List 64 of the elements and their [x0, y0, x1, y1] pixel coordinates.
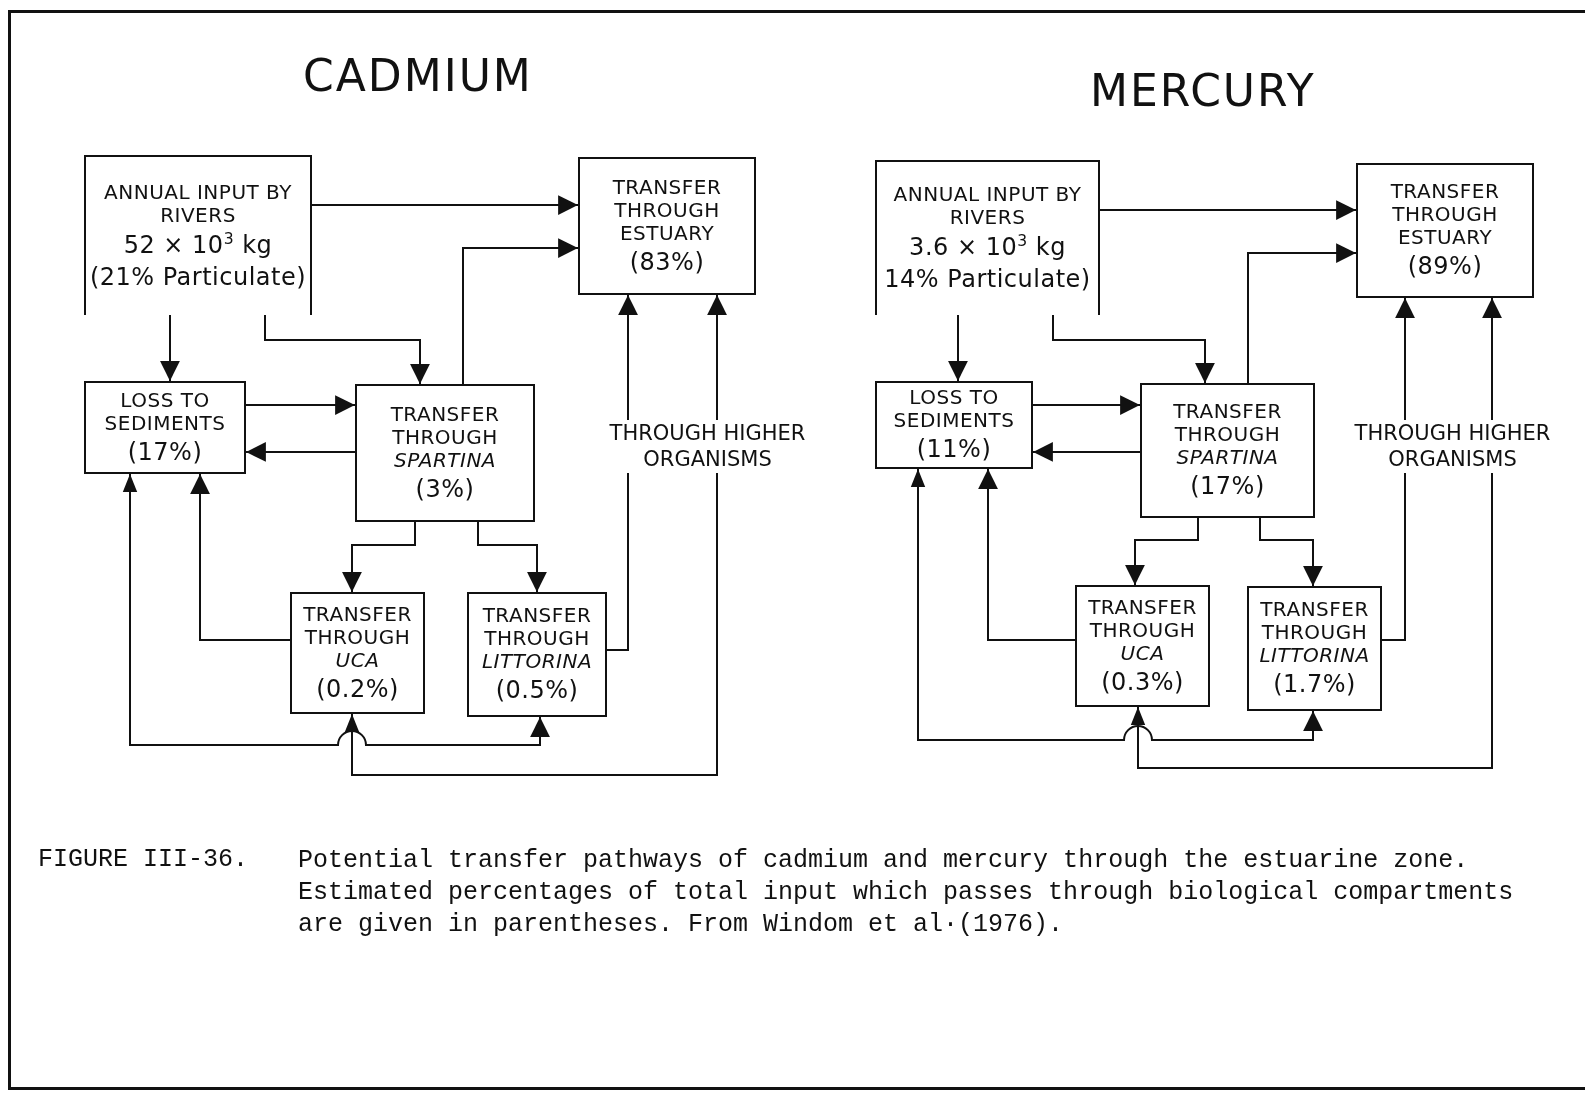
- connector-arrow: [245, 442, 356, 462]
- compartment-box: [355, 384, 535, 522]
- figure-caption: Potential transfer pathways of cadmium and mercury through the estuarine zone. Estimated percentages of total input which passes through biological compartments are given in parentheses. From Windom et al·(1976).: [298, 845, 1515, 941]
- box-text: TRANSFER THROUGH SPARTINA: [1172, 400, 1283, 470]
- connector-arrow: [264, 314, 430, 385]
- compartment-box: [1140, 383, 1315, 518]
- connector-arrow: [1125, 517, 1199, 586]
- compartment-box: [84, 155, 312, 315]
- box-text: (89%): [1407, 253, 1483, 281]
- connector-arrow: [1247, 243, 1357, 384]
- box-text: LOSS TO SEDIMENTS: [103, 388, 227, 435]
- compartment-box: [467, 592, 607, 717]
- box-text: 3.6 × 10$^{3}$ kg: [909, 233, 1066, 262]
- box-text: TRANSFER THROUGH UCA: [1087, 595, 1198, 665]
- box-text: LOSS TO SEDIMENTS: [892, 386, 1016, 433]
- box-text: 52 × 10$^{3}$ kg: [123, 230, 273, 260]
- box-text: (0.5%): [495, 677, 579, 705]
- connector-arrow: [1032, 442, 1141, 462]
- connector-arrow: [1052, 314, 1215, 384]
- connector-arrow: [1130, 297, 1502, 769]
- connector-arrow: [190, 473, 291, 641]
- box-text: TRANSFER THROUGH LITTORINA: [1258, 598, 1371, 668]
- box-text: TRANSFER THROUGH SPARTINA: [389, 402, 501, 472]
- box-text: TRANSFER THROUGH ESTUARY: [611, 175, 723, 245]
- box-text: (0.3%): [1101, 668, 1184, 697]
- connector-arrow: [160, 314, 180, 382]
- compartment-box: [84, 381, 246, 474]
- compartment-box: [1247, 586, 1382, 711]
- figure-number: FIGURE III-36.: [38, 845, 249, 874]
- connector-arrow: [245, 395, 356, 415]
- connector-arrow: [910, 468, 1323, 741]
- box-text: ANNUAL INPUT BY RIVERS: [892, 183, 1083, 230]
- box-text: 14% Particulate): [884, 266, 1091, 294]
- box-text: TRANSFER THROUGH UCA: [302, 602, 413, 672]
- connector-arrow: [342, 521, 416, 593]
- connector-arrow: [1099, 200, 1357, 220]
- connector-arrow: [1259, 517, 1323, 587]
- box-text: (83%): [629, 248, 705, 277]
- compartment-box: [578, 157, 756, 295]
- box-text: (17%): [127, 438, 203, 467]
- box-text: (1.7%): [1273, 671, 1356, 699]
- box-text: ANNUAL INPUT BY RIVERS: [103, 180, 293, 227]
- compartment-box: [1075, 585, 1210, 707]
- box-text: (21% Particulate): [89, 263, 307, 292]
- panel-heading: CADMIUM: [303, 50, 533, 101]
- compartment-box: [875, 160, 1100, 315]
- compartment-box: [875, 381, 1033, 469]
- connector-arrow: [311, 195, 579, 215]
- compartment-box: [1356, 163, 1534, 298]
- connector-arrow: [344, 294, 727, 776]
- box-text: (17%): [1190, 473, 1265, 501]
- box-text: (3%): [415, 475, 475, 504]
- box-text: (0.2%): [316, 675, 399, 704]
- connector-arrow: [477, 521, 547, 593]
- box-text: TRANSFER THROUGH LITTORINA: [480, 604, 594, 674]
- box-text: TRANSFER THROUGH ESTUARY: [1389, 180, 1501, 250]
- panel-heading: MERCURY: [1090, 65, 1316, 116]
- connector-arrow: [462, 238, 579, 385]
- compartment-box: [290, 592, 425, 714]
- connector-arrow: [978, 468, 1076, 641]
- connector-arrow: [1032, 395, 1141, 415]
- connector-arrow: [948, 314, 968, 382]
- connector-arrow: [122, 473, 550, 746]
- box-text: (11%): [916, 436, 992, 464]
